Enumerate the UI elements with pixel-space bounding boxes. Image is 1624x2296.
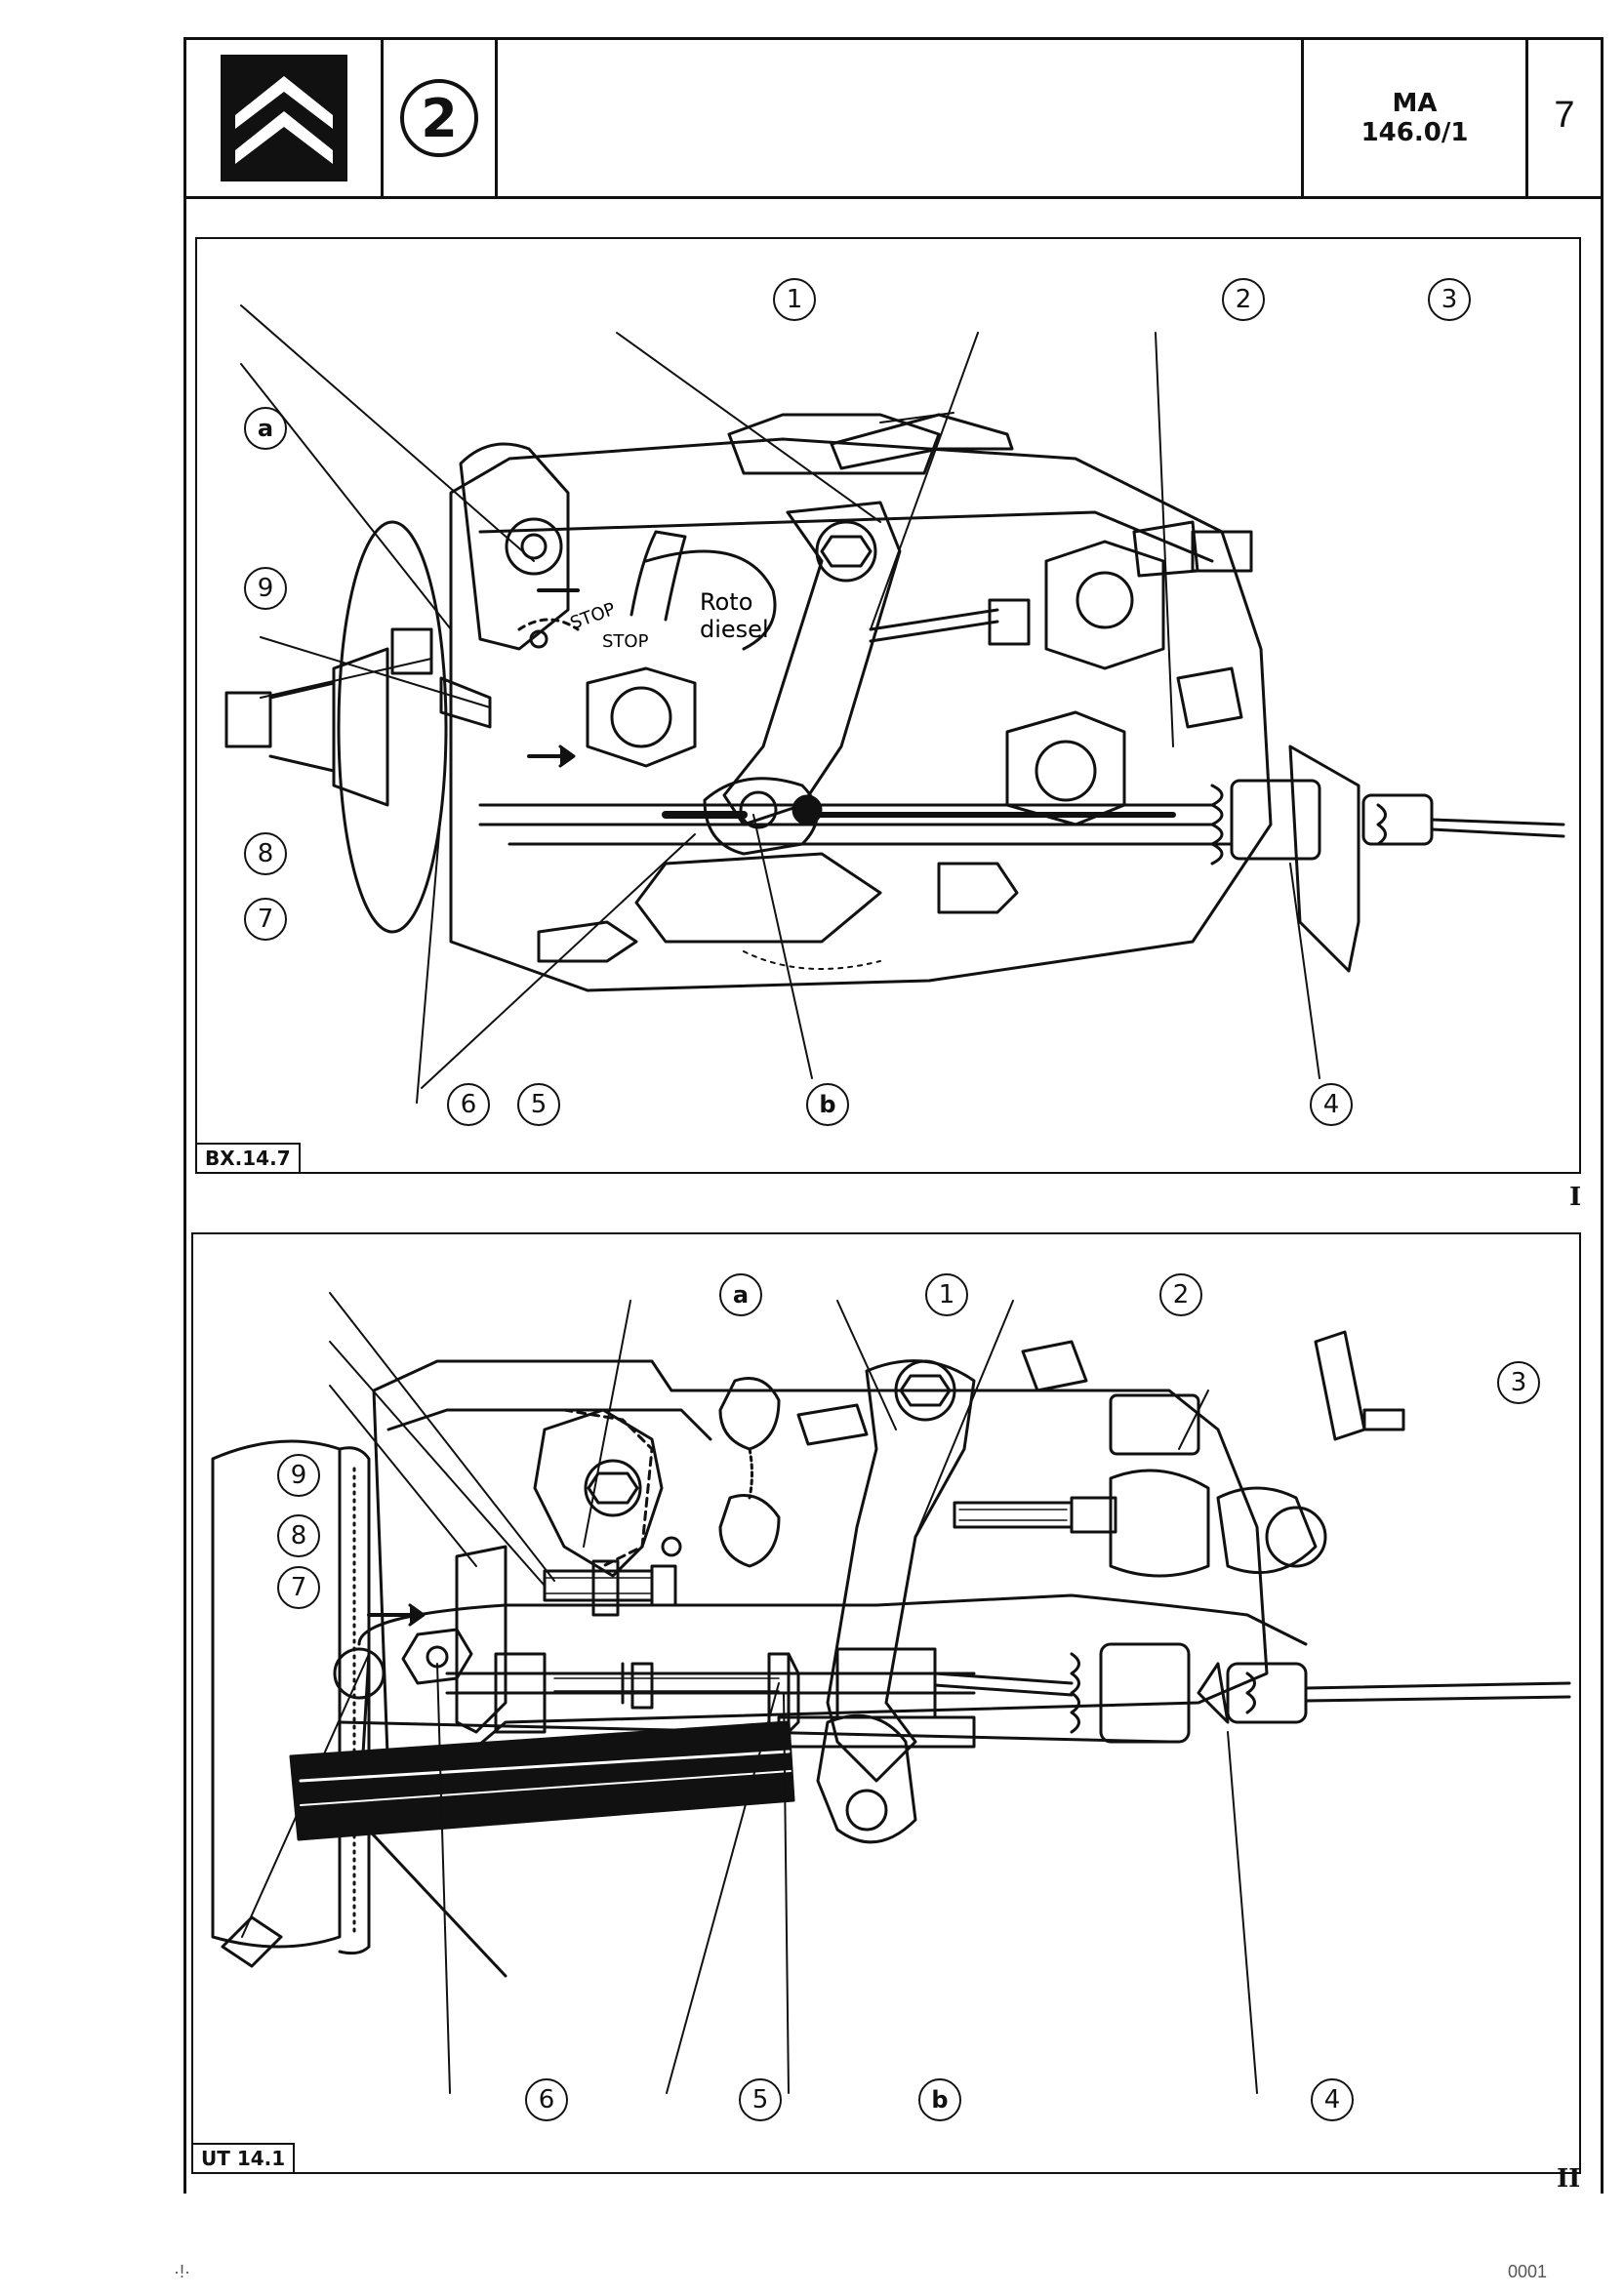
chapter-number: 2 xyxy=(400,79,478,157)
figure-top-roman: I xyxy=(1569,1183,1582,1212)
callout-4: 4 xyxy=(1310,1083,1353,1126)
callout-6: 6 xyxy=(447,1083,490,1126)
callout-a: a xyxy=(719,1273,762,1316)
stop-plate-text: STOP xyxy=(602,631,649,652)
brand-line-1: Roto xyxy=(700,588,752,616)
stop-lever-text: STOP xyxy=(568,599,619,634)
callout-5: 5 xyxy=(517,1083,560,1126)
reference-line-1: MA xyxy=(1392,89,1438,118)
callout-1: 1 xyxy=(925,1273,968,1316)
callout-2: 2 xyxy=(1159,1273,1202,1316)
citroen-chevron-logo xyxy=(220,55,347,181)
callout-4: 4 xyxy=(1311,2078,1354,2121)
page-frame xyxy=(183,37,1604,2194)
figure-bottom-tag: UT 14.1 xyxy=(191,2143,296,2174)
callout-9: 9 xyxy=(244,567,287,610)
chapter-cell: 2 xyxy=(384,40,498,196)
figure-bottom-roman: II xyxy=(1557,2164,1581,2194)
callout-8: 8 xyxy=(277,1514,320,1557)
callout-b: b xyxy=(918,2078,961,2121)
figure-bottom-drawing xyxy=(211,1292,1571,2094)
figure-bottom-panel: a 1 2 3 9 8 7 6 5 b 4 UT 14.1 xyxy=(191,1232,1581,2174)
figure-top-panel: STOP STOP Roto diesel 1 2 3 a 9 8 7 6 5 … xyxy=(195,237,1581,1174)
reference-line-2: 146.0/1 xyxy=(1360,118,1469,147)
footer-right-mark: 0001 xyxy=(1508,2262,1548,2281)
figure-top-drawing: STOP STOP Roto diesel xyxy=(224,304,1565,1104)
callout-b: b xyxy=(806,1083,849,1126)
callout-8: 8 xyxy=(244,832,287,875)
callout-9: 9 xyxy=(277,1454,320,1497)
figure-top-tag: BX.14.7 xyxy=(195,1143,301,1174)
page-header: 2 MA 146.0/1 7 xyxy=(183,37,1604,199)
brand-line-2: diesel xyxy=(700,616,769,643)
callout-7: 7 xyxy=(277,1566,320,1609)
callout-2: 2 xyxy=(1222,278,1265,321)
callout-5: 5 xyxy=(739,2078,782,2121)
logo-cell xyxy=(186,40,384,196)
reference-cell: MA 146.0/1 xyxy=(1304,40,1528,196)
callout-3: 3 xyxy=(1497,1361,1540,1404)
title-cell xyxy=(498,40,1304,196)
callout-a: a xyxy=(244,407,287,450)
page-number: 7 xyxy=(1554,95,1575,136)
callout-1: 1 xyxy=(773,278,816,321)
callout-7: 7 xyxy=(244,898,287,941)
callout-3: 3 xyxy=(1428,278,1471,321)
callout-6: 6 xyxy=(525,2078,568,2121)
footer-left-mark: ·!· xyxy=(174,2262,190,2281)
